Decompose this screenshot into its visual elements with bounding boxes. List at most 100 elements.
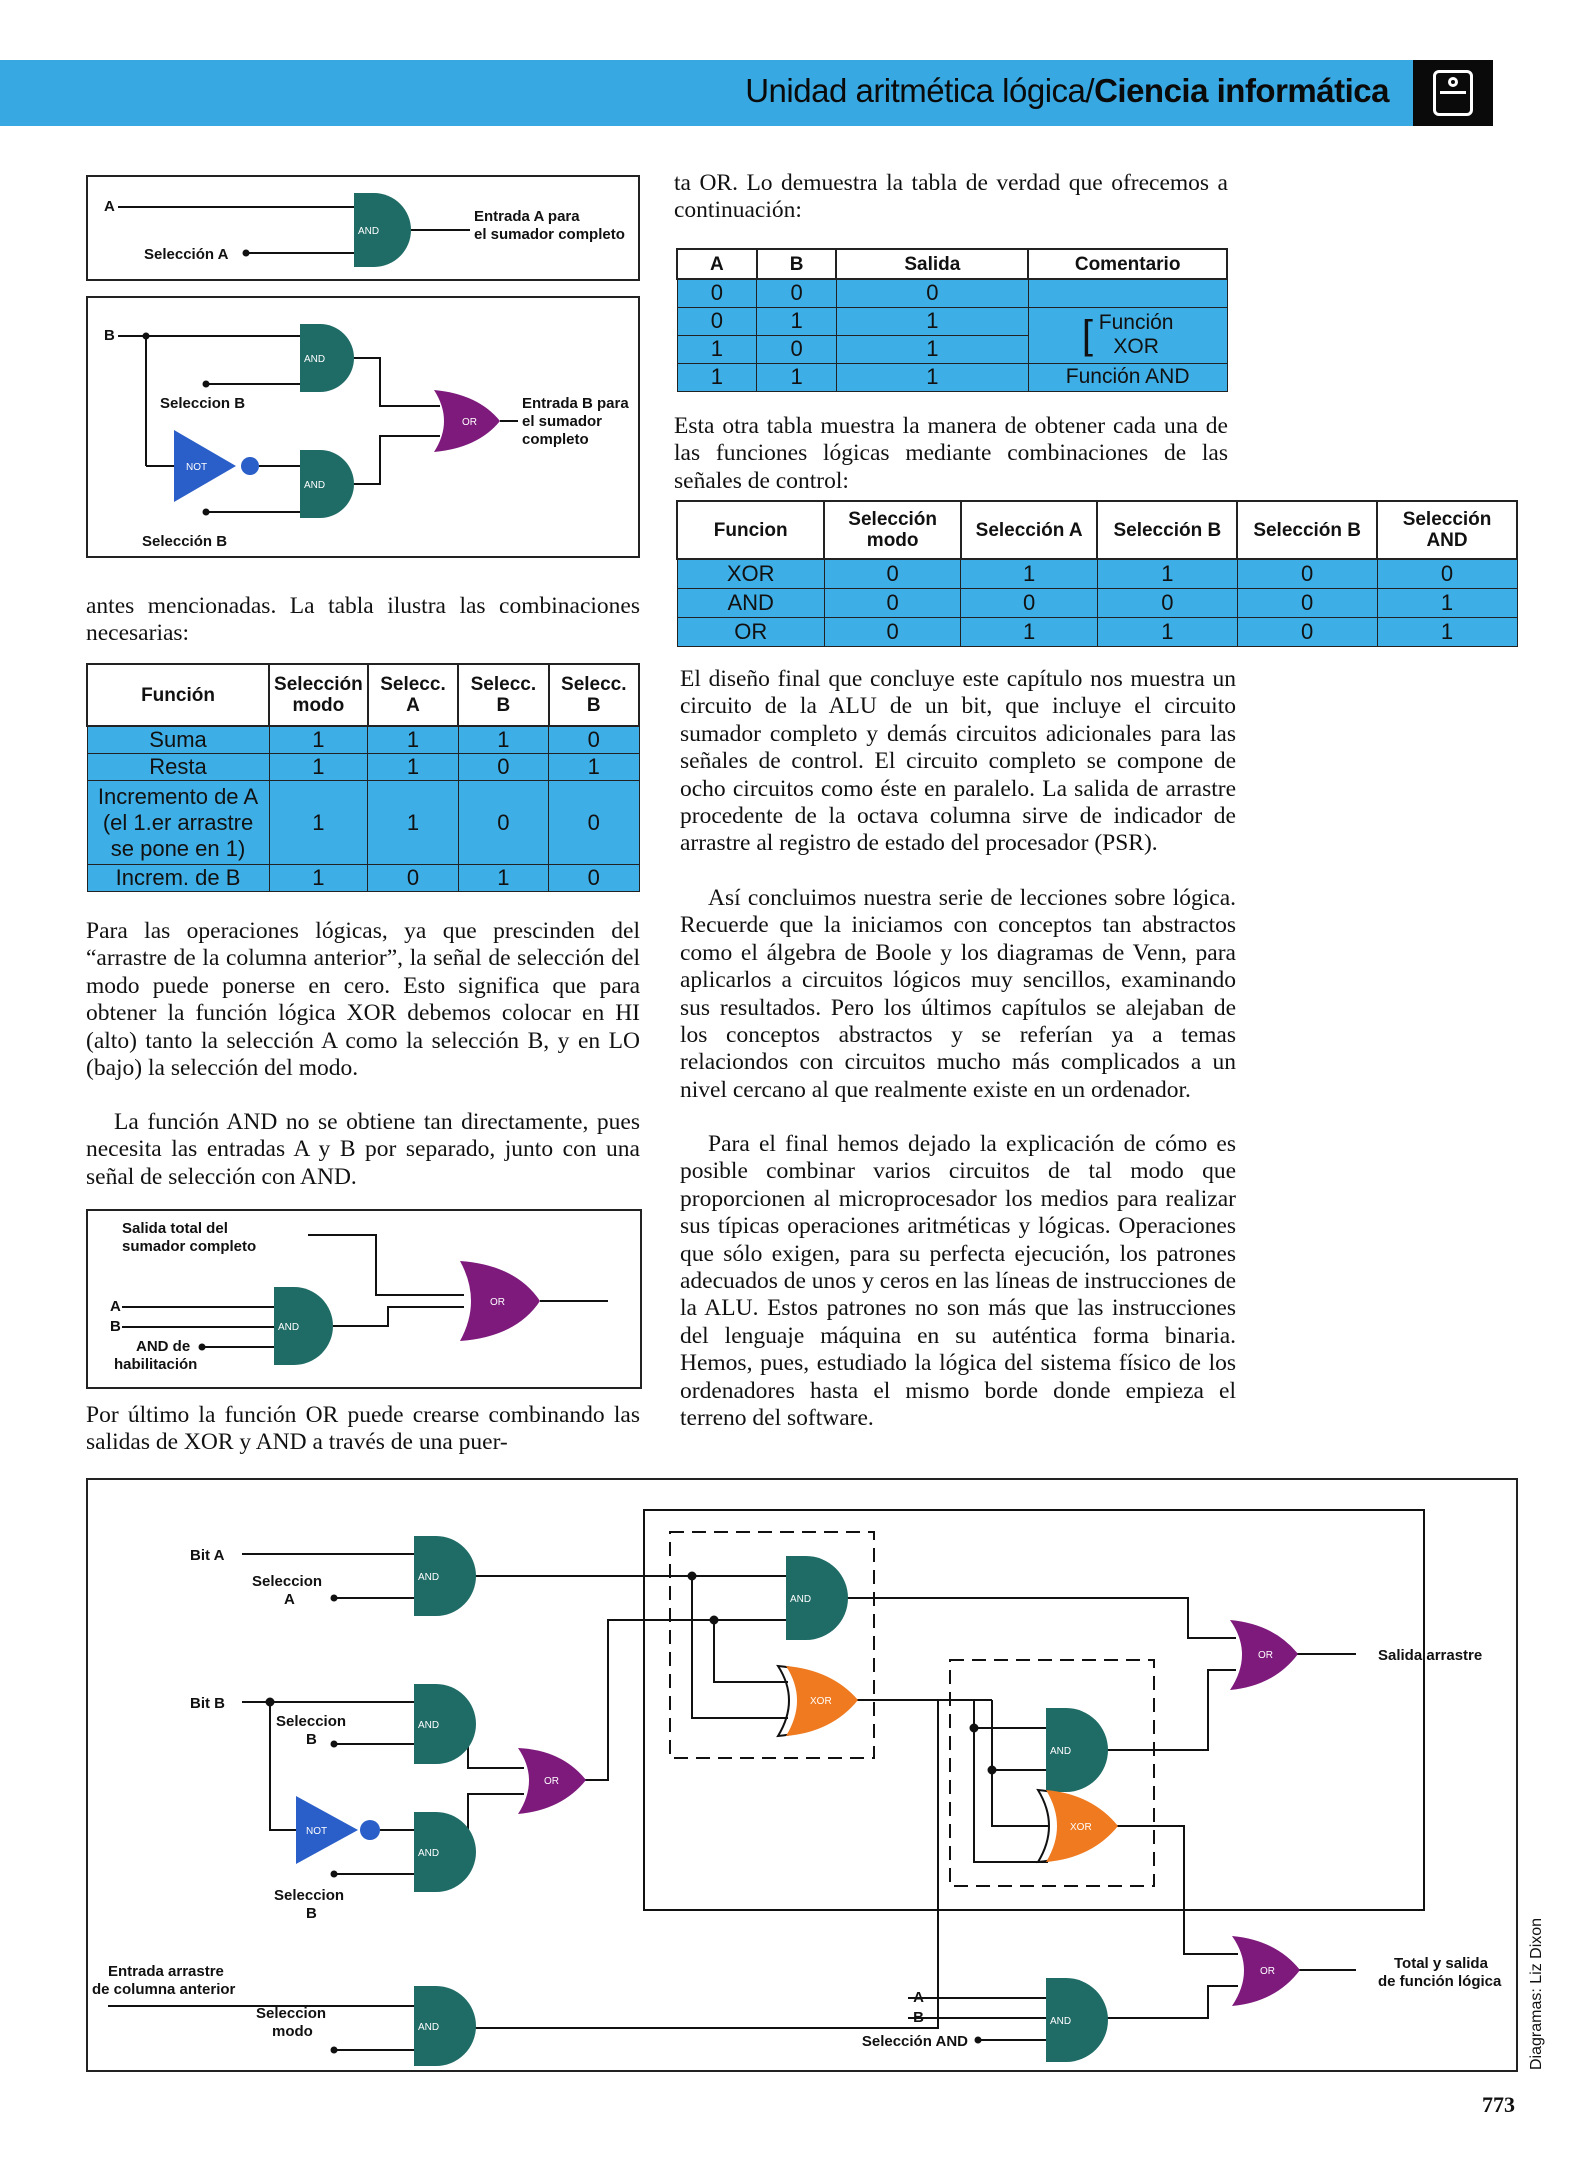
xor-gate-ha1 (786, 1666, 858, 1736)
truth-header-a: A (676, 248, 758, 280)
page-number: 773 (1482, 2092, 1515, 2117)
title-section: Unidad aritmética lógica/ (745, 72, 1095, 109)
sel-b2-label-1: Seleccion (274, 1887, 344, 1904)
cell: 0 (756, 334, 837, 364)
col2-paragraph-3: El diseño final que concluye este capítu… (680, 666, 1236, 857)
cell: 0 (676, 306, 758, 336)
sel-b2-label-2: B (306, 1905, 317, 1922)
cell: 0 (457, 780, 550, 865)
sel-a-label-2: A (284, 1591, 295, 1608)
not-gate (174, 430, 236, 502)
cell: 1 (676, 334, 758, 364)
header-bar (0, 60, 1416, 126)
logic-header-a: Selección A (959, 500, 1099, 560)
carry-in-label-1: Entrada arrastre (108, 1963, 224, 1980)
logic-header-funcion: Funcion (675, 500, 826, 560)
cell: 0 (823, 587, 962, 618)
select-b-bottom-label: Selección B (142, 533, 227, 550)
comment-empty (1027, 278, 1228, 308)
cell: 0 (457, 753, 550, 781)
or-gate-total (1232, 1936, 1300, 2006)
sel-mode-label-1: Seleccion (256, 2005, 326, 2022)
and-gate-logic-label: AND (1050, 2016, 1071, 2027)
and-gate-bottom (300, 450, 354, 518)
col2-paragraph-2: Esta otra tabla muestra la manera de obt… (674, 413, 1228, 494)
and-gate-ha2-label: AND (1050, 1746, 1071, 1757)
col1-paragraph-1: antes mencionadas. La tabla ilustra las … (86, 593, 640, 647)
cell: 0 (548, 725, 640, 754)
diagram-input-a: A Selección A AND Entrada A para el suma… (86, 175, 640, 281)
page-title: Unidad aritmética lógica/Ciencia informá… (745, 72, 1389, 110)
col1-paragraph-4: Por último la función OR puede crearse c… (86, 1402, 640, 1456)
row-label: OR (676, 616, 825, 647)
or-gate-label: OR (462, 417, 477, 428)
cell: 1 (367, 753, 459, 781)
in-a-label: A (110, 1298, 121, 1315)
cell: 1 (756, 362, 837, 392)
output-b-line3: completo (522, 431, 589, 448)
cell: 0 (835, 278, 1029, 308)
title-subject: Ciencia informática (1094, 72, 1389, 109)
cell: 1 (756, 306, 837, 336)
cell: 1 (835, 306, 1029, 336)
sel-a-label-1: Seleccion (252, 1573, 322, 1590)
or-gate-carry-label: OR (1258, 1650, 1273, 1661)
comment-and: Función AND (1027, 362, 1228, 392)
top-label-line2: sumador completo (122, 1238, 256, 1255)
output-b-line2: el sumador (522, 413, 602, 430)
xor-gate-ha2 (1046, 1790, 1118, 1862)
xor-gate-ha2-label: XOR (1070, 1822, 1092, 1833)
and-gate (274, 1287, 333, 1365)
cell: 0 (1376, 558, 1518, 589)
arith-header-funcion: Función (85, 663, 271, 727)
input-a-label: A (104, 198, 115, 215)
cell: 1 (268, 780, 369, 865)
cell: 1 (457, 725, 550, 754)
or-gate (460, 1261, 540, 1341)
or-gate-b-select-label: OR (544, 1776, 559, 1787)
and-gate-carry-in-label: AND (418, 2022, 439, 2033)
row-label: AND (676, 587, 825, 618)
cell: 1 (960, 616, 1098, 647)
and-gate-not-b (414, 1812, 476, 1892)
and-gate-top-label: AND (304, 354, 325, 365)
or-gate-total-label: OR (1260, 1966, 1275, 1977)
arith-header-modo: Selección modo (268, 663, 369, 727)
diagram-and-enable: Salida total del sumador completo A B AN… (86, 1209, 642, 1389)
row-label: Suma (86, 725, 270, 754)
and-gate-bit-a (414, 1536, 476, 1616)
cell: 1 (960, 558, 1098, 589)
and-gate-bit-a-label: AND (418, 1572, 439, 1583)
and-gate (354, 193, 411, 267)
and-gate-label: AND (278, 1322, 299, 1333)
cell: 1 (367, 725, 459, 754)
cell: 0 (548, 864, 640, 892)
cell: 0 (1236, 558, 1378, 589)
cell: 1 (835, 362, 1029, 392)
xor-gate-ha1-label: XOR (810, 1696, 832, 1707)
output-b-line1: Entrada B para (522, 395, 629, 412)
and-gate-carry-in (414, 1986, 476, 2066)
and-gate-ha1 (786, 1556, 848, 1640)
col2-paragraph-5: Para el final hemos dejado la explicació… (680, 1131, 1236, 1432)
logic-header-modo: Selección modo (823, 500, 962, 560)
table-row: Incremento de A (el 1.er arrastre se pon… (86, 780, 640, 865)
cell: 1 (1096, 616, 1238, 647)
cell: 1 (367, 780, 459, 865)
select-a-label: Selección A (144, 246, 229, 263)
cell: 0 (367, 864, 459, 892)
not-bubble-icon (241, 457, 259, 475)
arith-header-b2: Selecc. B (547, 663, 641, 727)
cell: 0 (1096, 587, 1238, 618)
sel-and-label: Selección AND (862, 2033, 968, 2050)
diagram-alu-one-bit: AND AND NOT AND OR AND XOR AND XOR OR AN… (86, 1478, 1518, 2072)
cell: 0 (1236, 587, 1378, 618)
input-b-label: B (104, 327, 115, 344)
cell: 0 (960, 587, 1098, 618)
not-gate-label: NOT (186, 462, 207, 473)
